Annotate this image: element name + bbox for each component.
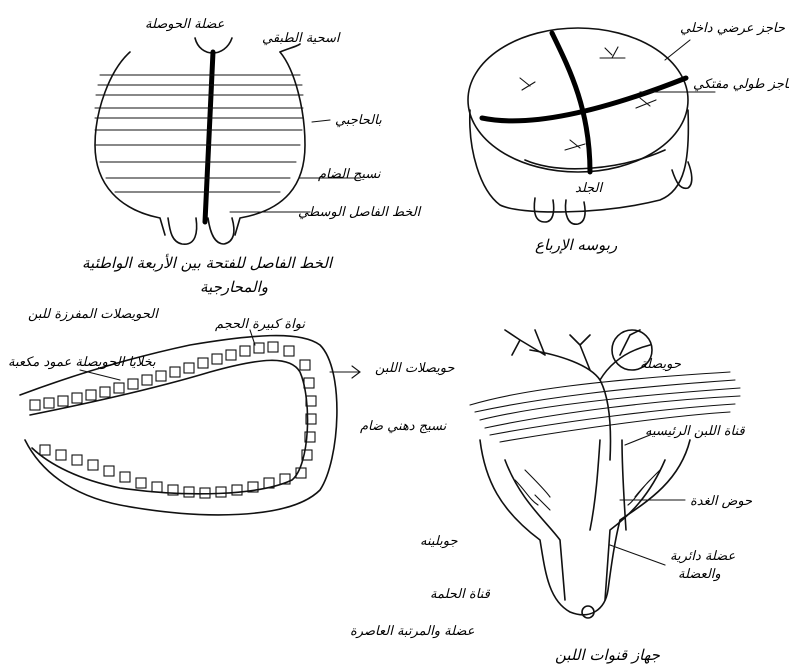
label-alveoli: حويصلات اللبن [375,361,455,376]
teat-front-left [534,198,553,222]
label-sinus: حوض الغدة [690,494,753,509]
skin-fold [525,150,665,169]
label-sphincter: عضلة دائرية [670,549,735,564]
caption-top-right: ربوسه الإرباع [535,236,618,254]
pointer-cells [80,370,120,380]
udder-outline-left [95,52,165,235]
teat-cistern-inner [505,460,565,600]
label-big-nucleus: نواة كبيرة الحجم [215,317,305,332]
label-transverse: حاجز عرضي داخلي [680,21,786,36]
median-septum [205,52,213,222]
arrow-transverse [665,40,690,60]
gland-sinus-outline [480,440,690,615]
label-orifice: عضلة والمرتبة العاصرة [350,624,475,639]
label-ventral-muscle: عضلة الحوصلة [145,17,225,32]
longitudinal-septum [552,33,590,172]
label-skin: الجلد [575,181,603,196]
duct-system-diagram: حويصلات اللبن حويصلة نسيج دهني ضام قناة … [350,330,753,664]
teat-left [168,218,197,244]
label-lobe: حويصلة [640,357,682,372]
label-tissue: نسيج دهني ضام [360,419,447,434]
alveolus-inner-wall [30,360,308,493]
caption-bottom-right: جهاز قنوات اللبن [555,646,661,664]
caption-top-left-1: الخط الفاصل للفتحة بين الأربعة الواطئية [82,253,334,272]
teat-cistern-inner-right [605,460,665,600]
label-longitudinal: حاجز طولي مفتكي [693,77,789,92]
label-cells: بخلايا الحويصلة عمود مكعبة [8,355,156,370]
streak-orifice [582,606,594,618]
label-streak: قناة الحلمة [430,587,491,602]
udder-quarters-diagram: حاجز عرضي داخلي حاجز طولي مفتكي الجلد رب… [468,21,789,254]
label-main-duct: قناة اللبن الرئيسيه [645,424,745,439]
label-teat-cistern: جوبلينه [420,534,458,549]
teat-right [208,218,234,244]
label-ligament: اسحية الطبقي [262,31,341,46]
main-duct-left [590,440,600,530]
arrow-sphincter [610,545,665,565]
tissue-layers [95,75,303,192]
arrow-lateral [312,120,330,122]
label-alveolar: الحويصلات المفرزة للبن [28,307,159,322]
udder-body-outline [470,110,689,212]
label-connective: نسيج الضام [318,167,381,182]
label-center-line: الخط الفاصل الوسطي [298,205,422,220]
udder-outline-right [235,52,305,235]
label-sphincter-2: والعضلة [678,567,721,582]
alveolus-diagram: نواة كبيرة الحجم الحويصلات المفرزة للبن … [8,307,360,515]
label-lateral-wall: بالحاجبي [335,113,382,128]
caption-top-left-2: والمحارجية [200,278,268,296]
udder-cross-section-diagram: عضلة الحوصلة اسحية الطبقي بالحاجبي نسيج … [82,17,422,296]
